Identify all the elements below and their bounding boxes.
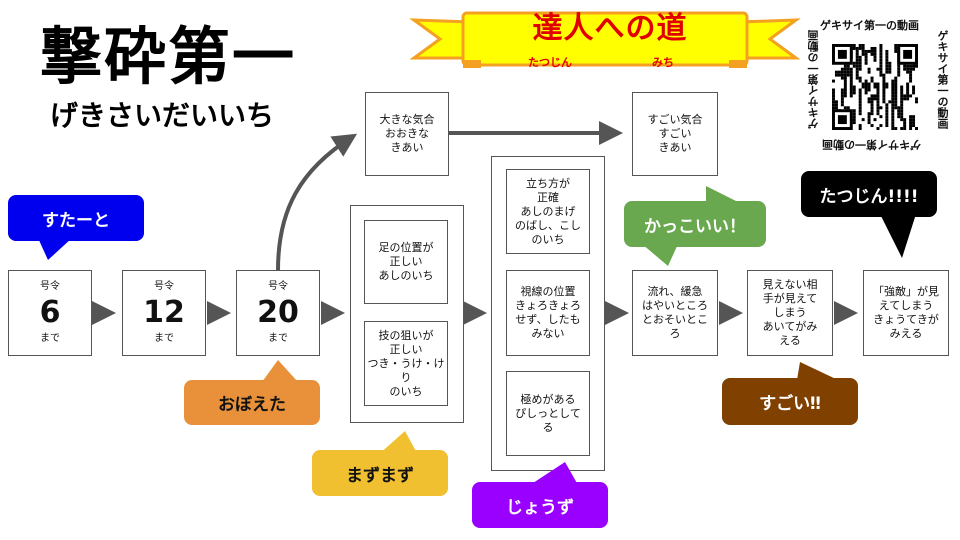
node-strong-enemy: 「強敵」が見 えてしまう きょうてきが みえる xyxy=(863,270,949,356)
badge-learned-label: おぼえた xyxy=(184,380,320,425)
page-title-reading: げきさいだいいち xyxy=(50,99,275,132)
node-gaze: 視線の位置 きょろきょろ せず、したも みない xyxy=(506,270,590,356)
step-box-20: 号令 20 まで xyxy=(236,270,320,356)
qr-caption-top: ゲキサイ第一の動画 xyxy=(820,19,919,32)
banner-title: 達人への道 xyxy=(532,11,688,46)
step-box-12: 号令 12 まで xyxy=(122,270,206,356)
step-count: 12 xyxy=(143,295,185,330)
step-suffix: まで xyxy=(40,333,60,344)
step-label: 号令 xyxy=(40,281,60,292)
node-great-kiai: すごい気合 すごい きあい xyxy=(632,92,718,176)
step-count: 6 xyxy=(39,295,61,330)
step-suffix: まで xyxy=(154,333,174,344)
badge-cool-label: かっこいい！ xyxy=(624,201,766,247)
badge-great-label: すごい‼ xyxy=(722,378,858,425)
node-kime: 極めがある ぴしっとして る xyxy=(506,371,590,456)
badge-start-label: すたーと xyxy=(8,195,144,241)
badge-soso-label: まずまず xyxy=(312,450,448,496)
step-count: 20 xyxy=(257,295,299,330)
badge-master-label: たつじん!!!! xyxy=(801,171,937,217)
step-label: 号令 xyxy=(154,281,174,292)
node-foot-position: 足の位置が 正しい あしのいち xyxy=(364,220,448,304)
qr-code-icon[interactable] xyxy=(832,42,918,132)
step-suffix: まで xyxy=(268,333,288,344)
node-big-kiai: 大きな気合 おおきな きあい xyxy=(365,92,449,176)
step-box-6: 号令 6 まで xyxy=(8,270,92,356)
arrow-20-to-bigkiai xyxy=(276,133,358,271)
badge-skilled-label: じょうず xyxy=(472,482,608,528)
banner-ruby-michi: みち xyxy=(652,56,674,69)
node-stance: 立ち方が 正確 あしのまげ のばし、こし のいち xyxy=(506,169,590,254)
node-invisible-opponent: 見えない相 手が見えて しまう あいてがみ える xyxy=(747,270,833,356)
node-technique-aim: 技の狙いが 正しい つき・うけ・け り のいち xyxy=(364,321,448,406)
qr-caption-right: ゲキサイ第一の動画 xyxy=(936,30,949,129)
page-title: 撃砕第一 xyxy=(40,20,297,93)
banner-ruby-tatsujin: たつじん xyxy=(528,56,572,69)
node-flow: 流れ、緩急 はやいところ とおそいとこ ろ xyxy=(632,270,718,356)
step-label: 号令 xyxy=(268,281,288,292)
